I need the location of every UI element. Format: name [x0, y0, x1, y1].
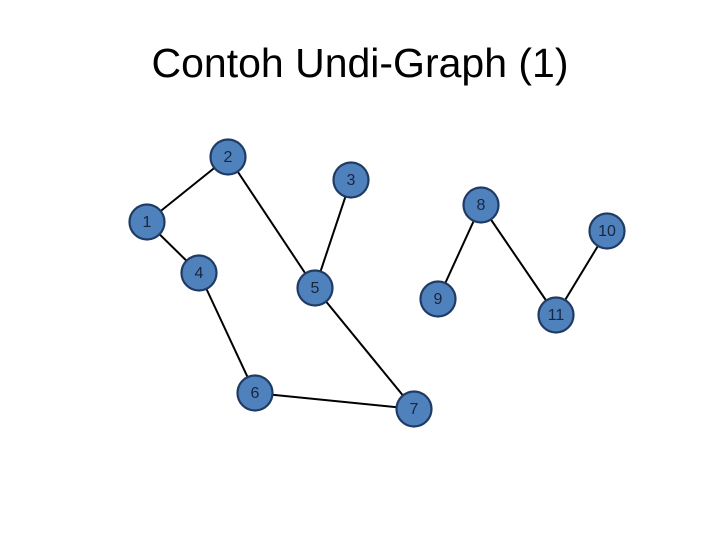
graph-node-circle-7 [395, 390, 433, 428]
graph-node-5: 5 [296, 269, 334, 307]
graph-edge-5-7 [314, 287, 415, 410]
graph-node-circle-8 [462, 186, 500, 224]
graph-node-10: 10 [588, 212, 626, 250]
slide-title: Contoh Undi-Graph (1) [151, 40, 569, 86]
graph-edge-2-5 [227, 156, 316, 289]
graph-node-7: 7 [395, 390, 433, 428]
graph-node-8: 8 [462, 186, 500, 224]
graph-node-11: 11 [537, 296, 575, 334]
graph-edge-6-7 [254, 392, 415, 410]
graph-node-circle-9 [419, 280, 457, 318]
graph-edge-4-6 [198, 272, 256, 394]
graph-node-circle-10 [588, 212, 626, 250]
graph-node-9: 9 [419, 280, 457, 318]
graph-node-circle-11 [537, 296, 575, 334]
graph-node-6: 6 [236, 374, 274, 412]
graph-node-2: 2 [209, 138, 247, 176]
graph-node-circle-2 [209, 138, 247, 176]
graph-node-3: 3 [332, 161, 370, 199]
graph-node-4: 4 [180, 254, 218, 292]
graph-node-circle-4 [180, 254, 218, 292]
graph-node-circle-5 [296, 269, 334, 307]
graph-node-circle-3 [332, 161, 370, 199]
graph-edge-8-11 [480, 204, 557, 316]
graph-edge-3-5 [314, 179, 352, 289]
graph-node-1: 1 [128, 203, 166, 241]
graph-node-circle-1 [128, 203, 166, 241]
graph-node-circle-6 [236, 374, 274, 412]
